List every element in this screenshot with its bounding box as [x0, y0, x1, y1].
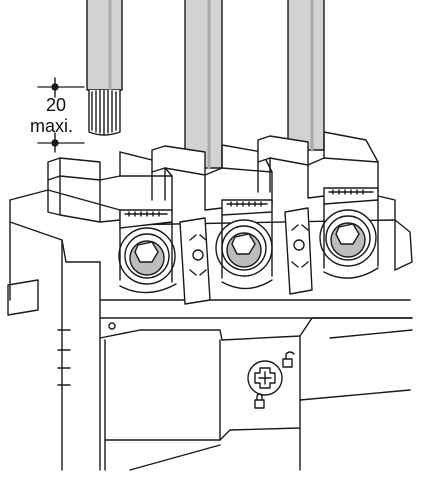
- rotary-handle-icon: [247, 360, 283, 396]
- switch-body: [7, 189, 413, 471]
- strip-length-dimension: [37, 77, 85, 153]
- padlock-open-icon: [282, 351, 295, 368]
- padlock-closed-icon: [254, 393, 265, 409]
- terminal-lug-3: [257, 131, 396, 295]
- cable-left: [86, 0, 123, 136]
- cable-middle: [184, 0, 223, 170]
- terminal-lug-1: [47, 151, 177, 294]
- dimension-value: 20: [46, 95, 66, 115]
- terminal-lug-2: [151, 144, 273, 305]
- dimension-note: maxi.: [30, 116, 73, 136]
- cable-right: [287, 0, 325, 152]
